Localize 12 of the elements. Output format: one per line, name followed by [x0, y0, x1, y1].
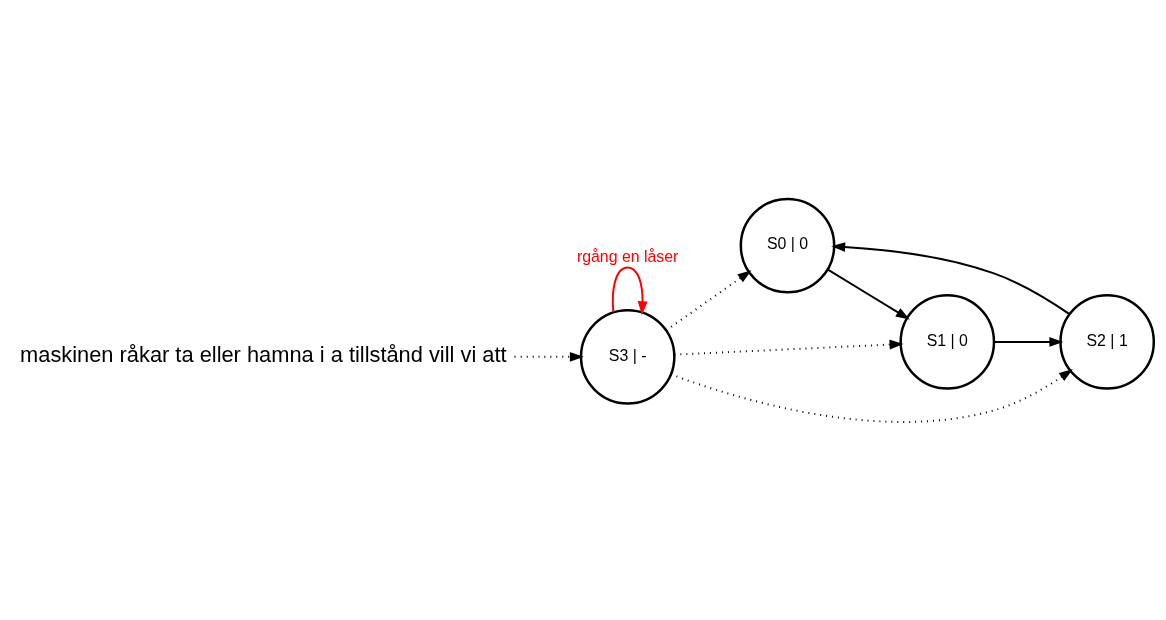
arrow — [993, 336, 1064, 347]
arrow — [665, 269, 752, 331]
arrow — [831, 241, 1071, 315]
arrow — [670, 368, 1073, 423]
arrow — [513, 351, 584, 362]
node-circle: S3 | - — [579, 308, 676, 405]
node-circle: S1 | 0 — [899, 293, 996, 390]
arrow — [673, 339, 904, 356]
edge-label: rgång en låser — [576, 247, 679, 265]
arrow — [826, 268, 910, 320]
node-text: maskinen råkar ta eller hamna i a tillstånd vill vi att — [20, 341, 507, 367]
arrow — [611, 265, 648, 315]
